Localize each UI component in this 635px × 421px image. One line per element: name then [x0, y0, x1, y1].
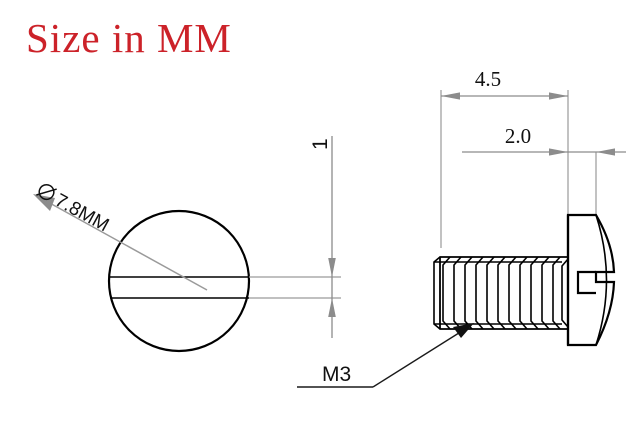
head-circle-outline	[107, 209, 251, 353]
thread-length-arrow-right	[549, 92, 568, 100]
thread-length-value-label: 4.5	[475, 67, 501, 91]
head-thickness-value-label: 2.0	[505, 124, 531, 148]
shank-body	[439, 256, 569, 330]
diameter-symbol-icon	[36, 183, 57, 201]
screw-head-group	[566, 213, 616, 347]
slot-width-value-label: 1	[309, 138, 332, 150]
diameter-callout-group: 7.8MM	[36, 183, 112, 236]
thread-teeth	[433, 256, 569, 330]
head-profile-outline	[566, 213, 616, 347]
side-view-group: 4.5 2.0	[297, 67, 626, 388]
head-dome-arc	[595, 214, 608, 346]
head-thickness-arrow-right	[596, 148, 615, 156]
m3-leader-angled	[372, 325, 471, 388]
slot-dimension-arrow-bottom	[328, 298, 336, 317]
head-thickness-arrow-left	[549, 148, 568, 156]
slot-dimension-arrow-top	[328, 258, 336, 277]
page-title: Size in MM	[26, 15, 232, 61]
thread-length-arrow-left	[441, 92, 460, 100]
threaded-shank-group	[433, 256, 569, 330]
m3-leader-arrowhead	[453, 323, 474, 338]
head-slot-notch	[576, 270, 596, 295]
diameter-leader-line	[36, 195, 208, 291]
front-view-group: 7.8MM 1	[33, 136, 341, 353]
diameter-value-label: 7.8MM	[51, 190, 112, 236]
m3-thread-callout-label: M3	[322, 363, 351, 386]
